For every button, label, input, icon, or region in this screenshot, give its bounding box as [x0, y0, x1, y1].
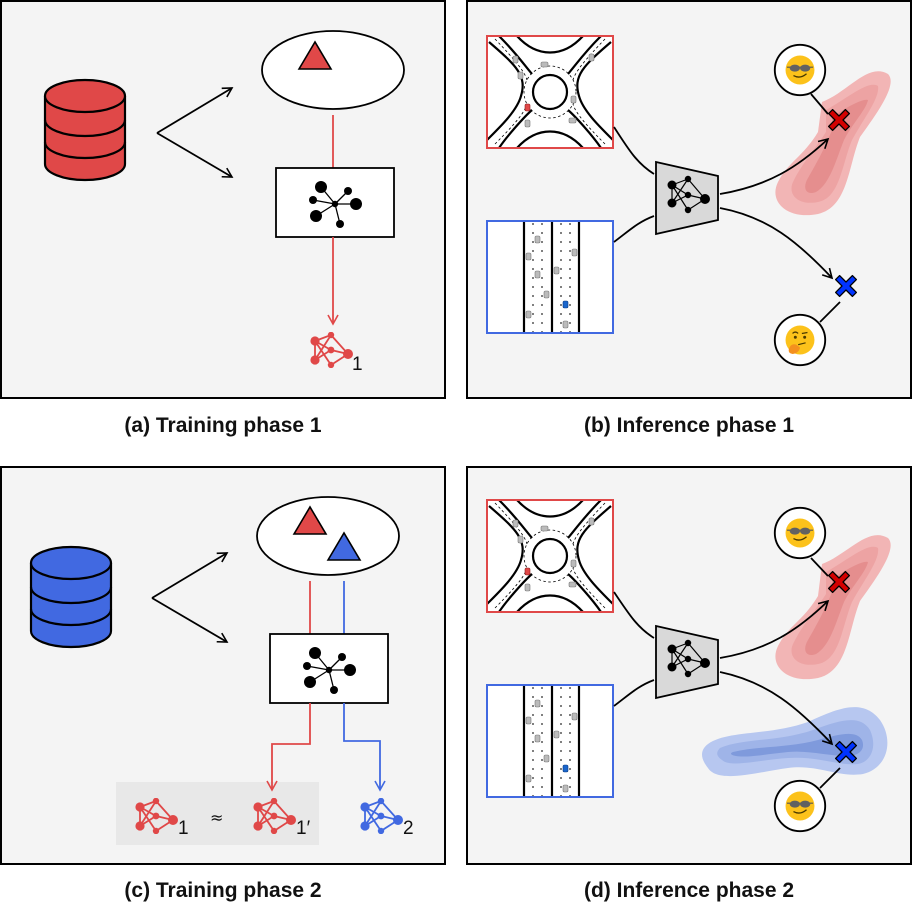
roundabout-frame — [486, 35, 614, 149]
arrow-prediction-bottom — [719, 207, 834, 280]
task1-network-icon — [309, 332, 354, 368]
link-emoji-cross-bottom — [819, 767, 841, 789]
net1prime-label: 1′ — [296, 818, 311, 839]
task-set-ellipse — [256, 496, 400, 576]
sunglasses-face-emoji — [773, 506, 827, 560]
panel-inference-phase-2 — [466, 466, 912, 865]
roundabout-scene — [487, 36, 613, 148]
net1-label: 1 — [178, 818, 189, 839]
roundabout-frame — [486, 499, 614, 613]
sunglasses-face-emoji — [773, 43, 827, 97]
arrow-to-tasks — [151, 552, 229, 599]
red-density-inner — [805, 99, 868, 194]
highway-scene — [487, 685, 613, 797]
arrow-to-model — [156, 132, 234, 178]
task2-network-icon — [359, 798, 404, 834]
task2-triangle-icon — [326, 531, 362, 561]
arrow-prediction-bottom — [719, 671, 834, 746]
arrow-to-model — [151, 597, 229, 643]
approx-symbol: ≈ — [210, 808, 223, 827]
encoder-network-icon — [655, 161, 719, 235]
highway-scene — [487, 221, 613, 333]
red-density-inner — [805, 561, 868, 656]
link-emoji-cross-top — [810, 93, 829, 115]
panel-inference-phase-1 — [466, 0, 912, 399]
task-set-ellipse — [261, 30, 405, 110]
encoder-network-icon — [655, 625, 719, 699]
caption-b: (b) Inference phase 1 — [583, 414, 795, 437]
link-roundabout-encoder — [613, 126, 655, 175]
database-icon — [29, 545, 113, 649]
arrow-prediction-top — [719, 137, 830, 195]
task1-network-label: 1 — [352, 354, 363, 375]
link-emoji-cross-bottom — [819, 301, 841, 323]
prediction-cross-blue — [834, 274, 858, 298]
caption-c: (c) Training phase 2 — [124, 879, 322, 902]
link-emoji-cross-top — [810, 557, 829, 577]
arrow-to-net2 — [343, 703, 386, 792]
task1-triangle-icon — [292, 505, 328, 535]
link-highway-encoder — [613, 679, 655, 707]
roundabout-scene — [487, 500, 613, 612]
highway-frame — [486, 684, 614, 798]
task1-triangle-icon — [297, 40, 333, 70]
highway-frame — [486, 220, 614, 334]
caption-d: (d) Inference phase 2 — [583, 879, 795, 902]
thinking-face-emoji — [773, 313, 827, 367]
link-highway-encoder — [613, 215, 655, 243]
net2-label: 2 — [403, 818, 414, 839]
panel-training-phase-1: 1 — [0, 0, 446, 399]
link-roundabout-encoder — [613, 591, 655, 639]
sunglasses-face-emoji-bottom — [773, 779, 827, 833]
database-icon — [43, 78, 127, 182]
arrow-to-tasks — [156, 87, 234, 134]
arrow-prediction-top — [719, 599, 830, 659]
caption-a: (a) Training phase 1 — [124, 414, 322, 437]
arrow-to-net1prime — [266, 703, 311, 792]
panel-training-phase-2: 1 ≈ 1′ 2 — [0, 466, 446, 865]
